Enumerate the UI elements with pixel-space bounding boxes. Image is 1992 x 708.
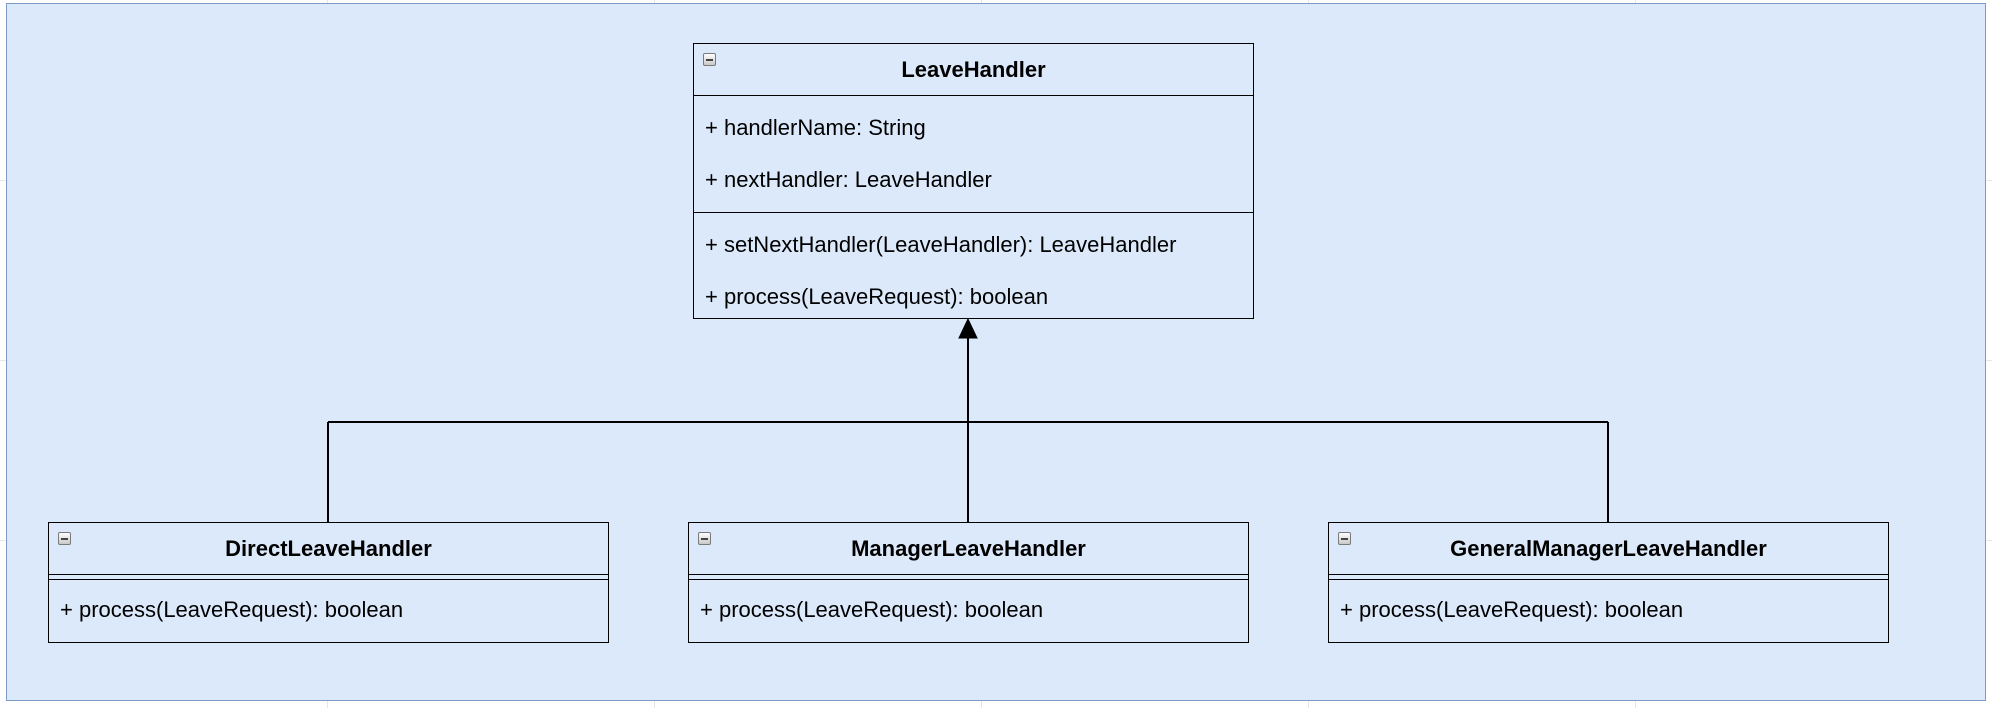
collapse-icon[interactable] <box>1338 532 1351 545</box>
class-name: DirectLeaveHandler <box>225 535 432 561</box>
generalization-arrowhead <box>958 317 978 339</box>
methods-section: + setNextHandler(LeaveHandler): LeaveHan… <box>694 213 1253 329</box>
method-row[interactable]: + process(LeaveRequest): boolean <box>1340 597 1684 622</box>
method-row[interactable]: + process(LeaveRequest): boolean <box>700 597 1044 622</box>
class-name: LeaveHandler <box>901 56 1046 82</box>
attributes-section <box>49 575 608 580</box>
class-name: GeneralManagerLeaveHandler <box>1450 535 1767 561</box>
class-directleavehandler[interactable]: DirectLeaveHandler + process(LeaveReques… <box>48 522 609 643</box>
class-header: DirectLeaveHandler <box>49 523 608 575</box>
method-row[interactable]: + setNextHandler(LeaveHandler): LeaveHan… <box>705 232 1177 257</box>
collapse-icon[interactable] <box>58 532 71 545</box>
class-header: LeaveHandler <box>694 44 1253 96</box>
diagram-canvas[interactable]: LeaveHandler + handlerName: String + nex… <box>6 3 1986 701</box>
attributes-section <box>1329 575 1888 580</box>
attributes-section <box>689 575 1248 580</box>
class-managerleavehandler[interactable]: ManagerLeaveHandler + process(LeaveReque… <box>688 522 1249 643</box>
methods-section: + process(LeaveRequest): boolean <box>49 580 608 640</box>
method-row[interactable]: + process(LeaveRequest): boolean <box>60 597 404 622</box>
collapse-icon[interactable] <box>703 53 716 66</box>
class-generalmanagerleavehandler[interactable]: GeneralManagerLeaveHandler + process(Lea… <box>1328 522 1889 643</box>
class-header: GeneralManagerLeaveHandler <box>1329 523 1888 575</box>
inheritance-connectors <box>327 317 1609 522</box>
attribute-row[interactable]: + handlerName: String <box>705 115 926 140</box>
attributes-section: + handlerName: String + nextHandler: Lea… <box>694 96 1253 213</box>
class-header: ManagerLeaveHandler <box>689 523 1248 575</box>
methods-section: + process(LeaveRequest): boolean <box>689 580 1248 640</box>
collapse-icon[interactable] <box>698 532 711 545</box>
attribute-row[interactable]: + nextHandler: LeaveHandler <box>705 167 992 192</box>
class-leavehandler[interactable]: LeaveHandler + handlerName: String + nex… <box>693 43 1254 319</box>
methods-section: + process(LeaveRequest): boolean <box>1329 580 1888 640</box>
method-row[interactable]: + process(LeaveRequest): boolean <box>705 284 1049 309</box>
class-name: ManagerLeaveHandler <box>851 535 1086 561</box>
